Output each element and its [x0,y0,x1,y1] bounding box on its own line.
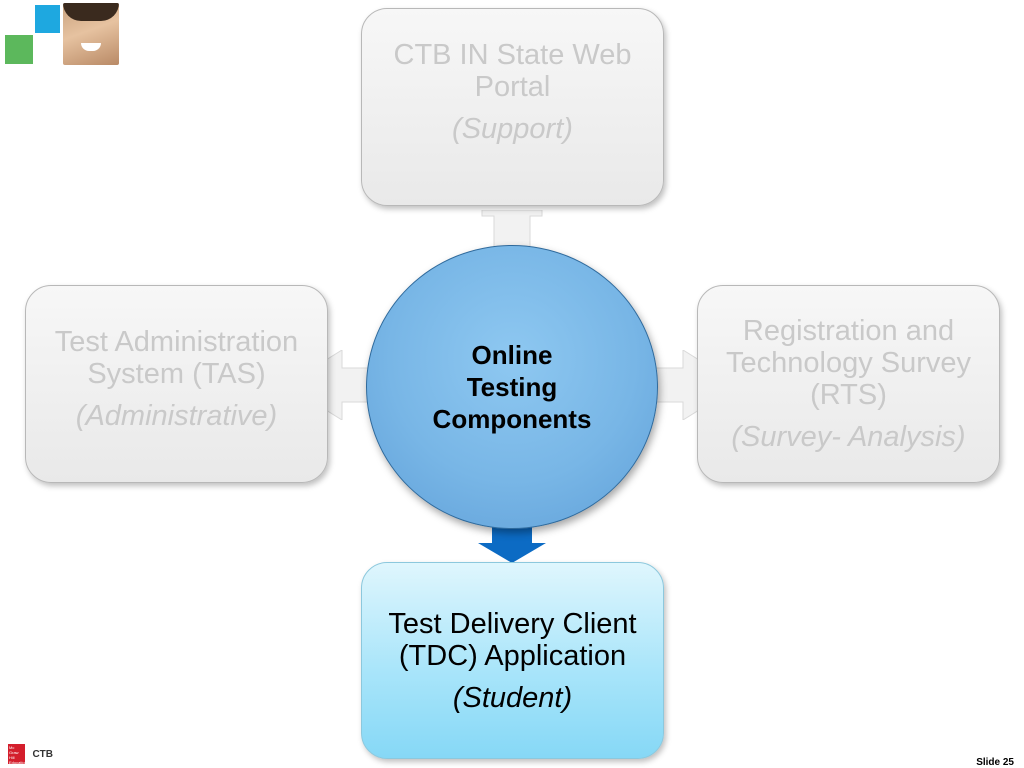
box-right-line-3: (RTS) [810,379,887,411]
logo-square-green [5,35,33,64]
student-photo [63,3,119,65]
box-test-administration[interactable]: Test Administration System (TAS) (Admini… [25,285,328,483]
slide-number: Slide 25 [976,757,1014,768]
box-test-delivery-client[interactable]: Test Delivery Client (TDC) Application (… [361,562,664,759]
box-left-line-2: System (TAS) [87,358,266,390]
box-left-line-1: Test Administration [54,326,299,358]
footer-logo: Mc Graw Hill Education CTB [8,744,54,765]
box-right-subtitle: (Survey- Analysis) [731,421,966,453]
box-top-subtitle: (Support) [452,113,573,145]
box-top-line-1: CTB IN State Web [393,39,632,71]
box-web-portal[interactable]: CTB IN State Web Portal (Support) [361,8,664,206]
logo-square-blue [35,5,60,33]
hub-label: Online Testing Components [433,339,592,435]
photo-smile [81,43,101,51]
hub-line-3: Components [432,404,592,434]
hub-online-testing-components[interactable]: Online Testing Components [366,245,658,529]
arrow-to-bottom [478,525,546,563]
box-registration-survey[interactable]: Registration and Technology Survey (RTS)… [697,285,1000,483]
box-right-line-1: Registration and [742,315,955,347]
box-bottom-subtitle: (Student) [452,681,573,714]
arrow-to-left [326,350,370,420]
box-bottom-line-1: Test Delivery Client [388,607,637,640]
box-right-line-2: Technology Survey [725,347,972,379]
hub-line-1: Online [471,340,553,370]
brand-name: CTB [32,748,54,760]
photo-hair [63,3,119,21]
arrow-to-right [655,350,699,420]
arrow-to-top [481,210,543,250]
box-top-line-2: Portal [474,71,551,103]
box-bottom-line-2: (TDC) Application [398,639,627,672]
hub-line-2: Testing [466,372,558,402]
box-left-subtitle: (Administrative) [75,400,278,432]
publisher-logo: Mc Graw Hill Education [8,744,27,765]
